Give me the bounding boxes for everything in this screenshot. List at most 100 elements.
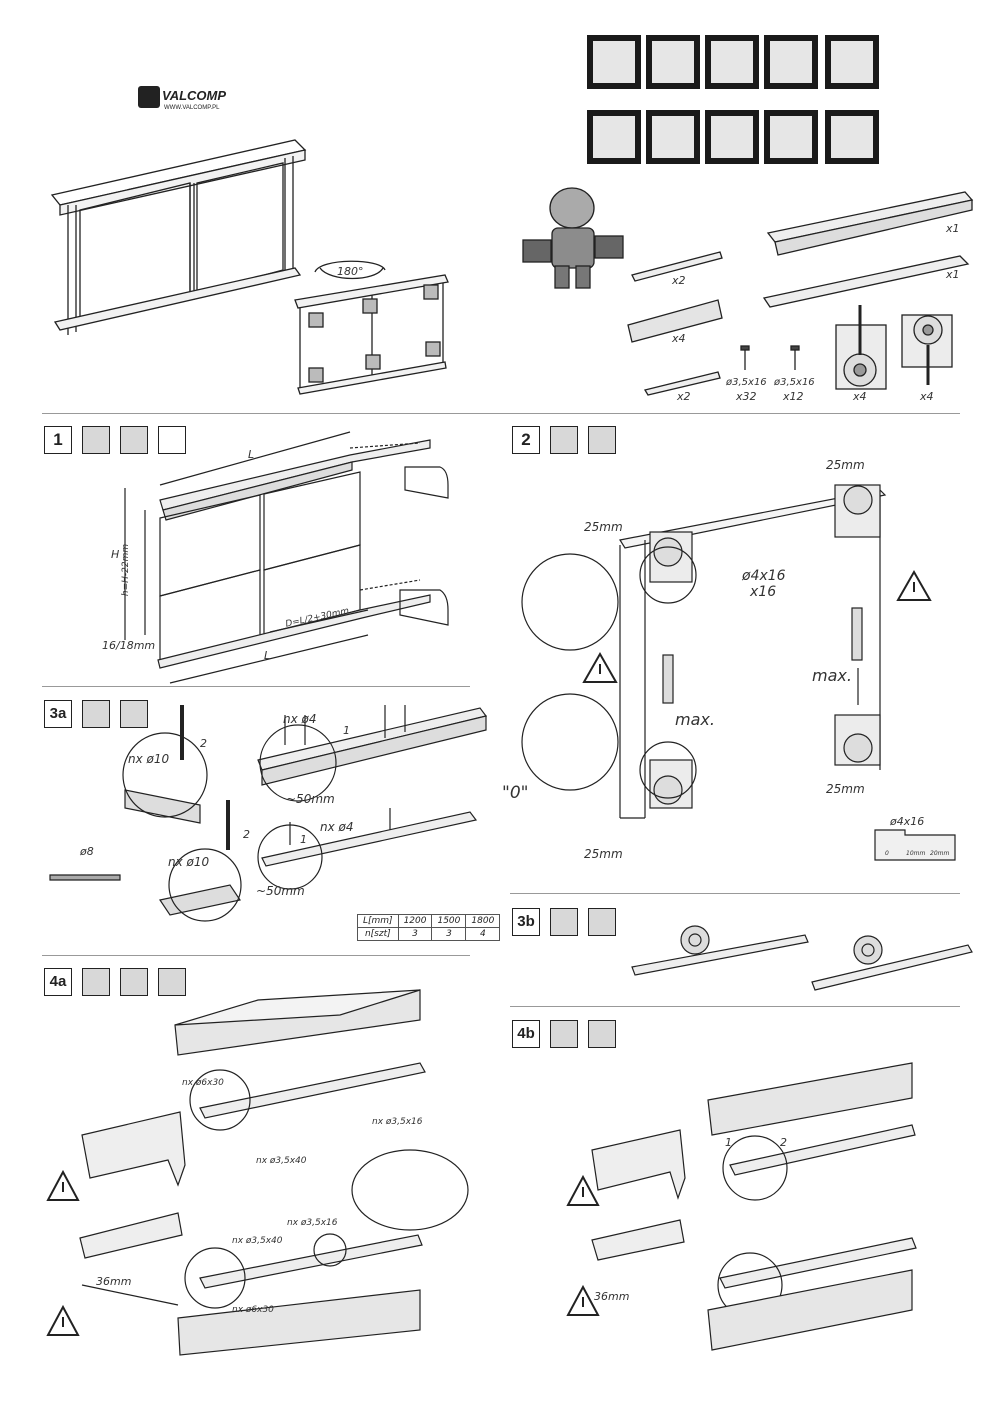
screw-top-label: nx ø3,5x16 (372, 1117, 423, 1127)
ruler-screw-label: ø4x16 (890, 815, 925, 828)
glue-icon (587, 35, 641, 89)
screw-into-wood-icon (158, 968, 186, 996)
hole-small-bottom: nx ø4 (320, 820, 354, 834)
screw-qty: x16 (750, 584, 777, 600)
tape-measure-icon (120, 426, 148, 454)
dist-top: ~50mm (286, 792, 335, 806)
divider-2-3b (510, 893, 960, 894)
screw-bottom-16-label: nx ø3,5x16 (287, 1218, 338, 1228)
hole-small-top: nx ø4 (283, 712, 317, 726)
dim-length-top: L (248, 448, 255, 461)
offset-bottom-right: 25mm (826, 782, 865, 796)
table-header-cell: L[mm] (357, 914, 399, 928)
carriage-b-qty: x4 (920, 390, 934, 403)
circle-1-label: 1 (725, 1136, 732, 1149)
circle-1-label: 1 (300, 833, 307, 846)
rail-bottom-qty: x1 (946, 268, 960, 281)
step-number: 3b (512, 908, 540, 936)
cover-strip-qty: x2 (672, 274, 686, 287)
screw-label: ø4x16 (742, 568, 786, 584)
no-screw-icon (588, 1020, 616, 1048)
table-row: n[szt] 3 3 4 (357, 927, 501, 941)
rotation-label: 180° (337, 265, 364, 278)
circle-1-label: 1 (343, 724, 350, 737)
step-number: 4a (44, 968, 72, 996)
offset-top-right: 25mm (826, 458, 865, 472)
circle-2-label: 2 (243, 828, 250, 841)
max-label-bottom: max. (675, 710, 715, 729)
wrench-plus-minus-icon (825, 35, 879, 89)
zero-label: "0" (502, 783, 529, 803)
dowel-top-label: nx ø6x30 (182, 1078, 224, 1088)
offset-top-left: 25mm (584, 520, 623, 534)
step-number: 2 (512, 426, 540, 454)
drill-icon (82, 700, 110, 728)
holes-table: L[mm] 1200 1500 1800 n[szt] 3 3 4 (357, 914, 501, 941)
ruler-numbers-icon (646, 35, 700, 89)
no-screw-icon (588, 908, 616, 936)
divider-3b-4b (510, 1006, 960, 1007)
screw-into-wood-icon (588, 426, 616, 454)
carriage-a-qty: x4 (853, 390, 867, 403)
stopper-qty: x2 (677, 390, 691, 403)
drill-icon (120, 700, 148, 728)
guide-qty: x4 (672, 332, 686, 345)
brand-logo: VALCOMP WWW.VALCOMP.PL (138, 86, 238, 116)
table-header-cell: 1200 (397, 914, 433, 928)
divider-top (42, 413, 960, 414)
dist-label: 36mm (594, 1290, 630, 1303)
dim-door-height: h=H-22mm (121, 543, 132, 597)
tape-measure-icon (705, 35, 759, 89)
screw-b-qty: x12 (783, 390, 804, 403)
no-drill-icon (550, 1020, 578, 1048)
table-cell: 3 (397, 927, 433, 941)
screw-top-long-label: nx ø3,5x40 (256, 1156, 307, 1166)
screw-bottom-40-label: nx ø3,5x40 (232, 1236, 283, 1246)
ruler-mark: 10mm (906, 850, 926, 857)
screw-b-size: ø3,5x16 (774, 377, 815, 388)
countersink-label: ø8 (80, 845, 94, 858)
table-header-cell: 1500 (431, 914, 467, 928)
ruler-numbers-icon (82, 426, 110, 454)
table-row: L[mm] 1200 1500 1800 (357, 914, 501, 928)
hammer-icon (705, 110, 759, 164)
brand-name: VALCOMP (162, 88, 227, 103)
level-icon (646, 110, 700, 164)
table-cell: 3 (431, 927, 467, 941)
level-icon (120, 968, 148, 996)
hole-large-top: nx ø10 (128, 752, 170, 766)
divider-step1-3a (42, 686, 470, 687)
hole-large-bottom: nx ø10 (168, 855, 210, 869)
table-cell: 4 (465, 927, 501, 941)
circle-2-label: 2 (780, 1136, 787, 1149)
ruler-mark: 20mm (930, 850, 950, 857)
table-header-cell: 1800 (465, 914, 501, 928)
drill-icon (82, 968, 110, 996)
divider-3a-4a (42, 955, 470, 956)
step-number: 3a (44, 700, 72, 728)
dist-bottom: ~50mm (256, 884, 305, 898)
dist-label: 36mm (96, 1275, 132, 1288)
mallet-icon (764, 110, 818, 164)
max-label-top: max. (812, 666, 852, 685)
circle-2-label: 2 (200, 737, 207, 750)
hacksaw-icon (825, 110, 879, 164)
tape-measure-icon (550, 426, 578, 454)
offset-bottom-left: 25mm (584, 847, 623, 861)
ruler-mark: 0 (885, 850, 889, 857)
step-number: 1 (44, 426, 72, 454)
rail-top-qty: x1 (946, 222, 960, 235)
table-cell: n[szt] (357, 927, 399, 941)
drill-icon (587, 110, 641, 164)
dim-length-bottom: L (264, 649, 271, 662)
dowel-bottom-label: nx ø6x30 (232, 1305, 274, 1315)
screw-a-qty: x32 (736, 390, 757, 403)
screw-a-size: ø3,5x16 (726, 377, 767, 388)
screw-into-wood-icon (764, 35, 818, 89)
no-drill-icon (550, 908, 578, 936)
logo-mark-icon (138, 86, 160, 108)
hacksaw-icon (158, 426, 186, 454)
step-number: 4b (512, 1020, 540, 1048)
brand-url: WWW.VALCOMP.PL (164, 105, 220, 111)
